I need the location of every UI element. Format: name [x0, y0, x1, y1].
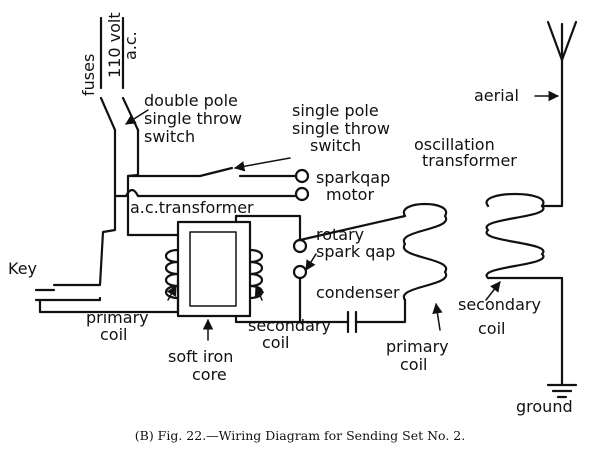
rotary-gap-electrode-bottom [292, 264, 308, 280]
label-spst-2: single throw [292, 119, 390, 138]
label-core-2: core [192, 365, 227, 384]
rotary-gap-electrode-top [292, 238, 308, 254]
label-aerial: aerial [474, 86, 519, 105]
label-secondary-left-1: secondary [248, 316, 331, 335]
wire-secondary-top [234, 214, 407, 242]
wire-gap-to-condenser [298, 276, 350, 324]
wire-to-aerial [540, 84, 564, 208]
fuse-right [121, 96, 140, 132]
wire-condenser-to-primary [354, 298, 407, 324]
key-lever-wire [52, 296, 102, 302]
aerial-arm-left [546, 20, 564, 62]
spst-blade [198, 166, 234, 178]
arrow-primary-right [432, 302, 443, 331]
label-motor-1: sparkqap [316, 168, 390, 187]
label-motor-2: motor [326, 185, 374, 204]
label-oscillation-1: oscillation [414, 135, 495, 154]
arrow-dpst [125, 109, 149, 125]
label-condenser: condenser [316, 283, 400, 302]
label-spst-3: switch [310, 136, 361, 155]
arrow-primary-left [166, 285, 177, 301]
label-dpst-1: double pole [144, 91, 238, 110]
label-primary-left-2: coil [100, 325, 127, 344]
label-oscillation-2: transformer [422, 151, 517, 170]
motor-terminal-bottom [294, 186, 310, 202]
label-rotary-2: spark qap [316, 242, 395, 261]
label-fuses: fuses [79, 54, 98, 96]
wire-secondary-bottom [234, 314, 302, 324]
label-ac-transformer: a.c.transformer [130, 198, 254, 217]
ground-icon [546, 383, 578, 399]
fuse-left [99, 96, 117, 132]
label-secondary-right-1: secondary [458, 295, 541, 314]
wire-to-motor-bottom [113, 188, 298, 198]
oscillation-transformer [402, 84, 564, 387]
label-ground: ground [516, 397, 573, 416]
labels: fuses 110 volt a.c. double pole single t… [8, 12, 573, 416]
soft-iron-core-frame [176, 220, 252, 318]
label-primary-right-2: coil [400, 355, 427, 374]
label-primary-left-1: primary [86, 308, 149, 327]
label-ac: a.c. [121, 31, 140, 60]
figure-caption: (B) Fig. 22.—Wiring Diagram for Sending … [135, 428, 465, 443]
label-secondary-right-2: coil [478, 319, 505, 338]
soft-iron-core-inner [189, 231, 237, 307]
label-spst-1: single pole [292, 101, 379, 120]
secondary-circuit [234, 214, 407, 334]
secondary-coil-winding [248, 248, 264, 300]
arrow-spst [233, 157, 291, 172]
aerial-icon [546, 20, 578, 88]
oscillation-primary-coil [402, 202, 448, 302]
arrow-secondary-left [254, 285, 265, 301]
label-dpst-3: switch [144, 127, 195, 146]
ac-transformer [164, 220, 264, 318]
pointer-arrows [125, 90, 560, 341]
motor-terminal-top [294, 168, 310, 184]
primary-coil-winding [164, 248, 180, 300]
label-key: Key [8, 259, 37, 278]
main-line-left [52, 128, 117, 287]
label-110-volt: 110 volt [105, 12, 124, 78]
label-dpst-2: single throw [144, 109, 242, 128]
arrow-rotary-gap [305, 253, 317, 271]
label-core-1: soft iron [168, 347, 233, 366]
label-rotary-1: rotary [316, 225, 364, 244]
label-secondary-left-2: coil [262, 333, 289, 352]
oscillation-secondary-coil [485, 192, 545, 280]
aerial-arm-right [560, 20, 578, 62]
label-primary-right-1: primary [386, 337, 449, 356]
supply-and-switches [52, 16, 298, 287]
spark-gap-motor [294, 168, 310, 202]
wire-to-ground [486, 276, 564, 387]
arrow-secondary-right [485, 281, 501, 301]
